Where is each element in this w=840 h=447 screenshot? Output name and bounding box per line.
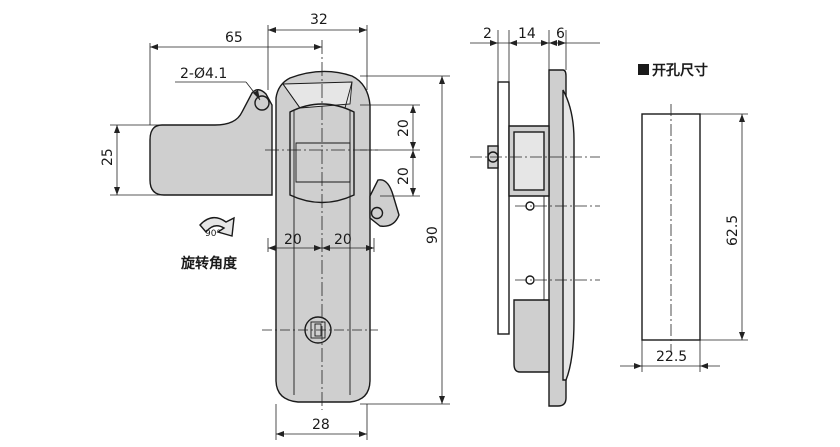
ear-hole bbox=[370, 206, 384, 220]
cutout-title-square-icon bbox=[638, 64, 649, 75]
dim-90: 90 bbox=[425, 226, 441, 244]
dim-32: 32 bbox=[310, 12, 328, 28]
facet-line-left bbox=[282, 83, 301, 109]
side-cam bbox=[513, 131, 545, 191]
side-handle bbox=[548, 69, 567, 407]
dim-28: 28 bbox=[312, 417, 330, 433]
front-body bbox=[275, 70, 371, 403]
dim-62-5: 62.5 bbox=[725, 215, 741, 246]
dim-65: 65 bbox=[225, 30, 243, 46]
dim-20-left: 20 bbox=[284, 232, 302, 248]
side-view bbox=[470, 69, 600, 407]
facet-line-right bbox=[344, 81, 353, 109]
dim-20-lower: 20 bbox=[396, 167, 412, 185]
arm-hole bbox=[254, 95, 270, 111]
rotation-arrow-icon bbox=[199, 216, 235, 237]
front-view bbox=[149, 40, 400, 410]
cutout-view: 开孔尺寸 62.5 22.5 bbox=[620, 62, 748, 372]
dim-hole: 2-Ø4.1 bbox=[180, 66, 227, 82]
front-arm bbox=[149, 89, 273, 196]
side-lower-bracket bbox=[513, 299, 550, 373]
dim-20-right: 20 bbox=[334, 232, 352, 248]
front-dimensions: 32 65 2-Ø4.1 25 20 20 bbox=[100, 12, 450, 440]
center-recess bbox=[289, 103, 355, 204]
rotation-label: 旋转角度 bbox=[180, 255, 238, 272]
rotation-indicator: 90° 旋转角度 bbox=[180, 216, 238, 272]
side-dimensions: 2 14 6 bbox=[470, 26, 600, 82]
dim-25: 25 bbox=[100, 148, 116, 166]
dim-14: 14 bbox=[518, 26, 536, 42]
dim-20-upper: 20 bbox=[396, 119, 412, 137]
dim-2: 2 bbox=[483, 26, 492, 42]
front-ear bbox=[369, 179, 400, 227]
side-handle-front bbox=[562, 89, 575, 381]
rotation-badge: 90° bbox=[205, 229, 221, 239]
dim-22-5: 22.5 bbox=[656, 349, 687, 365]
cutout-title: 开孔尺寸 bbox=[652, 62, 708, 79]
dim-6: 6 bbox=[556, 26, 565, 42]
side-base-plate bbox=[497, 81, 510, 335]
